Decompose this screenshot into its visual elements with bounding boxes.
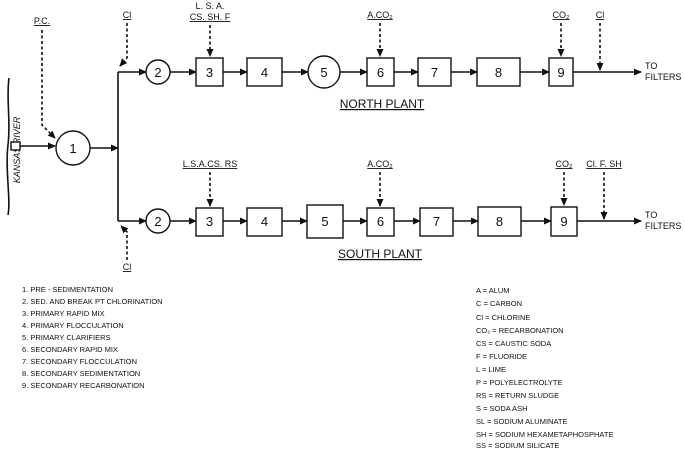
chem-legend-item: SL = SODIUM ALUMINATE — [476, 417, 567, 426]
south-node-9-label: 9 — [560, 214, 567, 229]
chem-legend-item: F = FLUORIDE — [476, 352, 527, 361]
north-chem-cl-out-label: Cl — [596, 10, 605, 20]
chem-legend-item: SS = SODIUM SILICATE — [476, 441, 559, 449]
chem-legend-item: L = LIME — [476, 365, 506, 374]
node-1-label: 1 — [69, 141, 76, 156]
chem-legend-item: SH = SODIUM HEXAMETAPHOSPHATE — [476, 430, 613, 439]
south-node-4 — [246, 207, 283, 237]
south-chem-co2-label: CO₂ — [556, 159, 574, 169]
south-node-6 — [366, 207, 395, 237]
chem-legend-item: P = POLYELECTROLYTE — [476, 378, 563, 387]
south-chem-clfsh-label: Cl. F. SH — [586, 159, 622, 169]
south-node-4-label: 4 — [261, 214, 268, 229]
north-node-8 — [476, 57, 521, 87]
south-node-8-label: 8 — [496, 214, 503, 229]
north-chem-lsa-label-1: L. S. A. — [195, 1, 224, 11]
north-node-2-label: 2 — [154, 65, 161, 80]
south-node-3-label: 3 — [206, 214, 213, 229]
steps-legend-item: 5. PRIMARY CLARIFIERS — [22, 333, 111, 342]
steps-legend-item: 2. SED. AND BREAK PT CHLORINATION — [22, 297, 163, 306]
steps-legend-item: 4. PRIMARY FLOCCULATION — [22, 321, 124, 330]
south-node-5-label: 5 — [321, 214, 328, 229]
steps-legend-item: 3. PRIMARY RAPID MIX — [22, 309, 105, 318]
steps-legend-item: 8. SECONDARY SEDIMENTATION — [22, 369, 140, 378]
north-node-4-label: 4 — [261, 65, 268, 80]
river-bank-line — [6, 77, 10, 216]
south-node-8 — [477, 206, 522, 237]
south-node-7 — [419, 207, 454, 237]
chem-legend-item: RS = RETURN SLUDGE — [476, 391, 559, 400]
north-node-9-label: 9 — [557, 65, 564, 80]
steps-legend-item: 1. PRE - SEDIMENTATION — [22, 285, 113, 294]
south-output-label-2: FILTERS — [645, 221, 681, 231]
chem-pc-line — [41, 30, 56, 139]
north-node-5-label: 5 — [320, 65, 327, 80]
north-output-label-1: TO — [645, 61, 657, 71]
steps-legend-item: 6. SECONDARY RAPID MIX — [22, 345, 118, 354]
chem-legend: A = ALUM C = CARBON Cl = CHLORINE CO₂ = … — [476, 286, 613, 449]
south-node-3 — [195, 207, 224, 237]
chem-legend-item: Cl = CHLORINE — [476, 313, 530, 322]
north-chem-cl-in-label: Cl — [123, 10, 132, 20]
north-output-label-2: FILTERS — [645, 72, 681, 82]
south-node-7-label: 7 — [433, 214, 440, 229]
north-plant-title: NORTH PLANT — [340, 97, 425, 111]
chem-legend-item: S = SODA ASH — [476, 404, 527, 413]
chem-legend-item: C = CARBON — [476, 299, 522, 308]
north-node-6 — [366, 57, 395, 87]
south-chem-aco2-label: A.CO₂ — [367, 159, 393, 169]
south-output-label-1: TO — [645, 210, 657, 220]
chem-legend-item: CS = CAUSTIC SODA — [476, 339, 551, 348]
north-node-6-label: 6 — [377, 65, 384, 80]
south-node-6-label: 6 — [377, 214, 384, 229]
north-node-7-label: 7 — [431, 65, 438, 80]
south-chem-cl-in-label: Cl — [123, 262, 132, 272]
chem-legend-item: CO₂ = RECARBONATION — [476, 326, 564, 335]
south-node-2-label: 2 — [154, 214, 161, 229]
north-node-9 — [548, 57, 574, 87]
north-chem-lsa-label-2: CS. SH. F — [190, 12, 231, 22]
south-plant-title: SOUTH PLANT — [338, 247, 423, 261]
chem-pc-label: P.C. — [34, 16, 50, 26]
steps-legend-item: 9. SECONDARY RECARBONATION — [22, 381, 145, 390]
river-intake — [10, 141, 21, 151]
steps-legend: 1. PRE - SEDIMENTATION 2. SED. AND BREAK… — [22, 285, 163, 390]
north-chem-aco2-label: A.CO₂ — [367, 10, 393, 20]
steps-legend-item: 7. SECONDARY FLOCCULATION — [22, 357, 137, 366]
north-node-8-label: 8 — [495, 65, 502, 80]
north-node-3-label: 3 — [206, 65, 213, 80]
chem-legend-item: A = ALUM — [476, 286, 510, 295]
south-chem-cl-in-line — [120, 225, 129, 260]
north-chem-co2-label: CO₂ — [553, 10, 571, 20]
south-node-5 — [306, 204, 344, 239]
south-chem-lsacsrs-label: L.S.A.CS. RS — [183, 159, 238, 169]
north-chem-cl-in-line — [119, 23, 128, 67]
